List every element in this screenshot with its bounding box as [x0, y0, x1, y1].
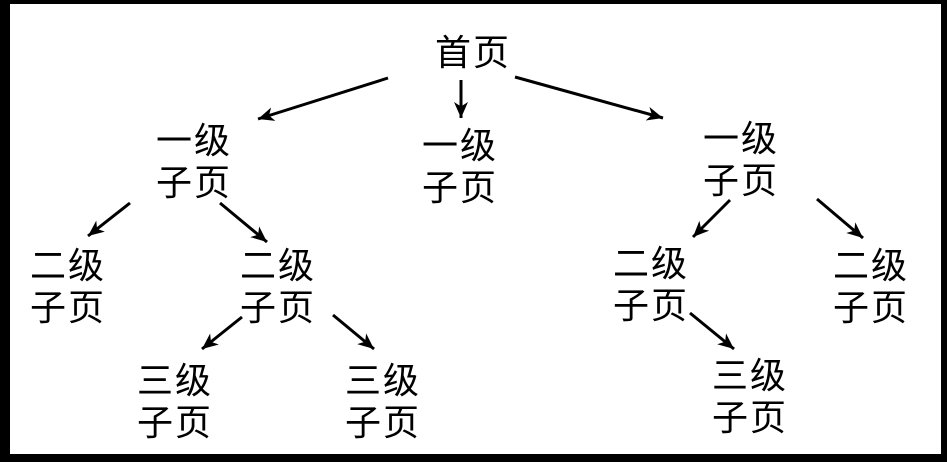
node-level3-b: 三级 子页 — [323, 360, 443, 444]
node-level1-right-line2: 子页 — [702, 161, 779, 201]
arrow-l1-right-to-l2-c — [691, 198, 732, 239]
arrow-l2-b-to-l3-b — [332, 313, 375, 351]
node-level2-d: 二级 子页 — [811, 245, 931, 329]
node-level3-a-line2: 子页 — [136, 403, 213, 443]
arrow-home-to-l1-left — [257, 76, 389, 121]
node-level3-b-line1: 三级 — [344, 361, 421, 401]
node-level1-left: 一级 子页 — [134, 120, 254, 204]
diagram-canvas: 首页 一级 子页 一级 子页 一级 子页 二级 子页 二级 子页 二级 子页 二… — [10, 4, 941, 454]
arrows-layer — [87, 75, 864, 351]
node-level1-middle-line1: 一级 — [421, 126, 498, 166]
node-level2-a-line1: 二级 — [29, 246, 106, 286]
node-level1-left-line2: 子页 — [155, 163, 232, 203]
node-level2-c: 二级 子页 — [591, 243, 711, 327]
node-level3-a: 三级 子页 — [115, 360, 235, 444]
node-level2-b-line1: 二级 — [239, 246, 316, 286]
node-level3-a-line1: 三级 — [136, 361, 213, 401]
node-home: 首页 — [413, 32, 533, 74]
arrow-l1-left-to-l2-a — [87, 201, 131, 238]
node-level3-c-line2: 子页 — [711, 398, 788, 438]
node-level1-right: 一级 子页 — [681, 118, 801, 202]
node-level1-middle: 一级 子页 — [400, 125, 520, 209]
node-level3-c: 三级 子页 — [690, 355, 810, 439]
node-level2-b-line2: 子页 — [239, 288, 316, 328]
arrow-l1-left-to-l2-b — [219, 201, 268, 244]
arrow-home-to-l1-right — [514, 75, 664, 121]
arrow-l2-c-to-l3-c — [689, 311, 735, 351]
node-level2-d-line1: 二级 — [832, 246, 909, 286]
node-level2-b: 二级 子页 — [218, 245, 338, 329]
node-level3-b-line2: 子页 — [344, 403, 421, 443]
node-level2-c-line1: 二级 — [612, 244, 689, 284]
node-level2-a: 二级 子页 — [10, 245, 128, 329]
node-level1-left-line1: 一级 — [155, 121, 232, 161]
node-level3-c-line1: 三级 — [711, 356, 788, 396]
node-level1-middle-line2: 子页 — [421, 168, 498, 208]
arrow-l2-b-to-l3-a — [201, 315, 243, 351]
node-level2-d-line2: 子页 — [832, 288, 909, 328]
arrow-l1-right-to-l2-d — [816, 197, 864, 240]
node-home-label: 首页 — [434, 33, 511, 73]
node-level2-a-line2: 子页 — [29, 288, 106, 328]
node-level2-c-line2: 子页 — [612, 286, 689, 326]
node-level1-right-line1: 一级 — [702, 119, 779, 159]
